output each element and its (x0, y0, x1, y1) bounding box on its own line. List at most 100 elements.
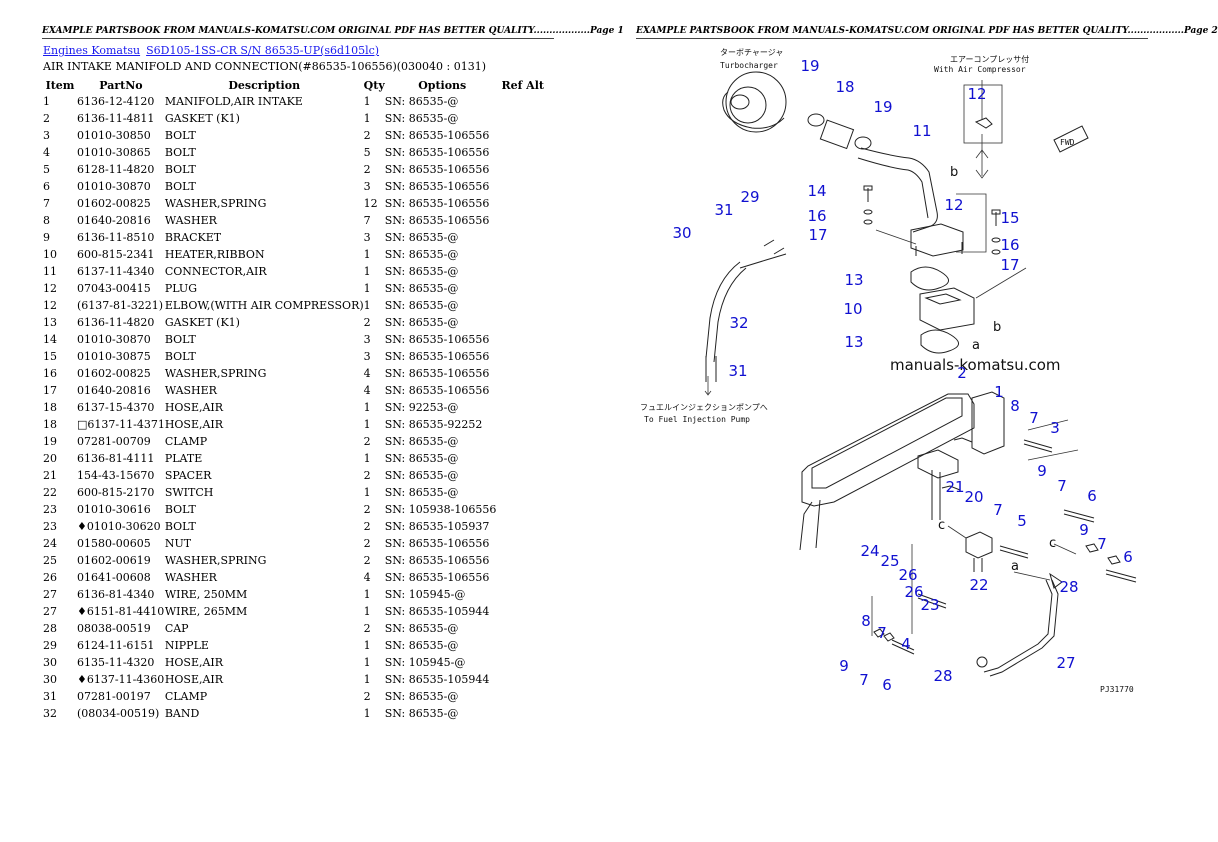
cell-refalt (500, 569, 546, 586)
cell-description: WASHER (164, 571, 217, 584)
cell-description: CLAMP (164, 690, 208, 703)
cell-description: HEATER,RIBBON (164, 248, 265, 261)
callout-number: 26 (904, 583, 923, 601)
cell-refalt (500, 195, 546, 212)
cell-qty: 1 (363, 282, 371, 295)
callout-number: 7 (877, 624, 887, 642)
cell-partno: 01640-20816 (77, 384, 151, 397)
cell-item: 26 (43, 571, 57, 584)
cell-partno: 600-815-2341 (77, 248, 155, 261)
cell-refalt (500, 433, 546, 450)
cell-item: 12 (43, 299, 57, 312)
cell-item: 19 (43, 435, 57, 448)
header-qty: Qty (363, 78, 385, 92)
cell-options: SN: 86535-92252 (384, 418, 483, 431)
cell-qty: 3 (363, 180, 371, 193)
callout-number: 7 (1029, 409, 1039, 427)
header-description: Description (228, 78, 301, 92)
cell-description: WASHER,SPRING (164, 554, 267, 567)
cell-item: 13 (43, 316, 57, 329)
connection-letter: c (1049, 536, 1056, 551)
cell-partno: 6137-15-4370 (77, 401, 155, 414)
cell-item: 12 (43, 282, 57, 295)
cell-partno: 01010-30865 (77, 146, 151, 159)
cell-partno: 01010-30870 (77, 333, 151, 346)
connection-letter: a (972, 338, 980, 353)
cell-refalt (500, 450, 546, 467)
cell-options: SN: 105945-@ (384, 656, 466, 669)
cell-partno: 6136-81-4340 (77, 588, 155, 601)
cell-item: 30 (43, 656, 57, 669)
callout-number: 12 (944, 196, 963, 214)
cell-description: HOSE,AIR (164, 656, 224, 669)
cell-description: BOLT (164, 163, 196, 176)
cell-partno: 01641-00608 (77, 571, 151, 584)
cell-refalt (500, 93, 546, 110)
callout-number: 3 (1050, 419, 1060, 437)
cell-partno: 6124-11-6151 (77, 639, 155, 652)
cell-item: 3 (43, 129, 50, 142)
callout-number: 28 (933, 667, 952, 685)
cell-refalt (500, 620, 546, 637)
cell-item: 11 (43, 265, 57, 278)
cell-qty: 1 (363, 605, 371, 618)
cell-options: SN: 105938-106556 (384, 503, 497, 516)
cell-description: BOLT (164, 520, 196, 533)
cell-qty: 1 (363, 265, 371, 278)
cell-qty: 2 (363, 129, 371, 142)
cell-description: PLUG (164, 282, 197, 295)
callout-number: 15 (1000, 209, 1019, 227)
cell-qty: 2 (363, 316, 371, 329)
cell-options: SN: 86535-106556 (384, 367, 490, 380)
cell-options: SN: 86535-@ (384, 707, 459, 720)
cell-partno: 6128-11-4820 (77, 163, 155, 176)
compressor-jp-label: エアーコンプレッサ付 (950, 54, 1029, 64)
fuel-hose-drawing (704, 239, 787, 396)
cell-refalt (500, 382, 546, 399)
cell-options: SN: 86535-@ (384, 248, 459, 261)
cell-options: SN: 86535-106556 (384, 146, 490, 159)
connection-letter: a (1011, 559, 1019, 574)
callout-number: 12 (967, 85, 986, 103)
cell-description: PLATE (164, 452, 203, 465)
cell-description: WASHER (164, 214, 217, 227)
cell-item: 24 (43, 537, 57, 550)
cell-description: BOLT (164, 129, 196, 142)
callout-number: 24 (860, 542, 879, 560)
callout-number: 9 (1079, 521, 1089, 539)
page-header-1: EXAMPLE PARTSBOOK FROM MANUALS-KOMATSU.C… (42, 24, 624, 39)
cell-qty: 4 (363, 571, 371, 584)
cell-qty: 3 (363, 333, 371, 346)
cell-refalt (500, 467, 546, 484)
cell-qty: 4 (363, 367, 371, 380)
breadcrumb-link-engines-komatsu[interactable]: Engines Komatsu (43, 44, 141, 57)
cell-partno: ♦6137-11-4360 (77, 673, 165, 686)
cell-partno: (08034-00519) (77, 707, 160, 720)
cell-description: MANIFOLD,AIR INTAKE (164, 95, 303, 108)
header-refalt: Ref Alt (501, 78, 544, 92)
cell-partno: 6136-81-4111 (77, 452, 155, 465)
cell-qty: 1 (363, 112, 371, 125)
cell-description: CONNECTOR,AIR (164, 265, 267, 278)
cell-qty: 4 (363, 384, 371, 397)
cell-partno: 01602-00825 (77, 197, 151, 210)
cell-description: CAP (164, 622, 189, 635)
compressor-en-label: With Air Compressor (934, 65, 1026, 74)
breadcrumb-link-model[interactable]: S6D105-1SS-CR S/N 86535-UP(s6d105lc) (146, 44, 380, 57)
cell-item: 29 (43, 639, 57, 652)
cell-description: WASHER (164, 384, 217, 397)
cell-description: WIRE, 250MM (164, 588, 248, 601)
cell-partno: 6137-11-4340 (77, 265, 155, 278)
connection-letter: c (938, 518, 945, 533)
